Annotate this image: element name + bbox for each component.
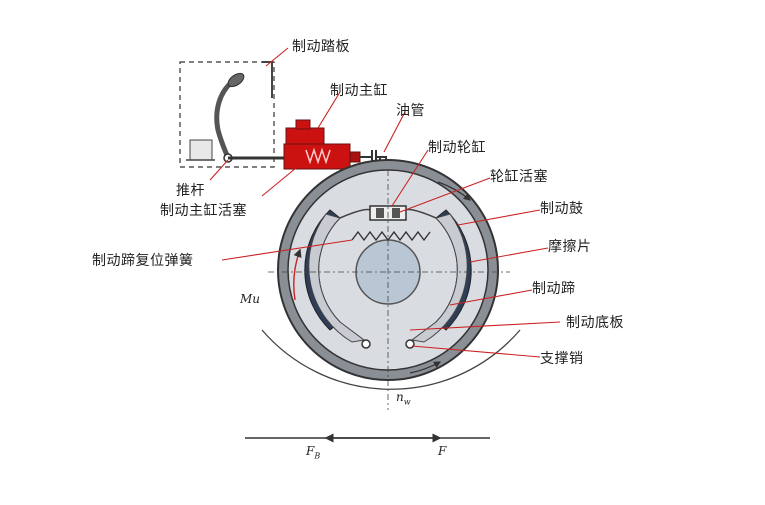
label-brake-drum: 制动鼓 [540,201,584,217]
symbol-mu: Mu [240,292,261,306]
wheel-contact [245,329,521,443]
label-push-rod: 推杆 [176,183,205,199]
brake-drum [268,159,510,410]
label-brake-shoe: 制动蹄 [532,281,576,297]
symbol-f: F [438,444,447,458]
label-wheel-cylinder-piston: 轮缸活塞 [490,169,548,185]
label-friction-lining: 摩擦片 [548,239,592,255]
leader-lines [209,47,561,358]
pedal-assembly [179,61,288,168]
label-master-cylinder-piston: 制动主缸活塞 [160,203,247,219]
symbol-fb: FB [306,444,321,461]
master-cylinder [283,119,361,170]
label-anchor-pin: 支撑销 [540,351,584,367]
label-brake-pedal: 制动踏板 [292,39,350,55]
label-oil-pipe: 油管 [396,103,425,119]
label-backing-plate: 制动底板 [566,315,624,331]
label-wheel-cylinder: 制动轮缸 [428,140,486,156]
label-master-cylinder: 制动主缸 [330,83,388,99]
label-return-spring: 制动蹄复位弹簧 [92,253,194,269]
symbol-nw: nw [396,390,411,407]
